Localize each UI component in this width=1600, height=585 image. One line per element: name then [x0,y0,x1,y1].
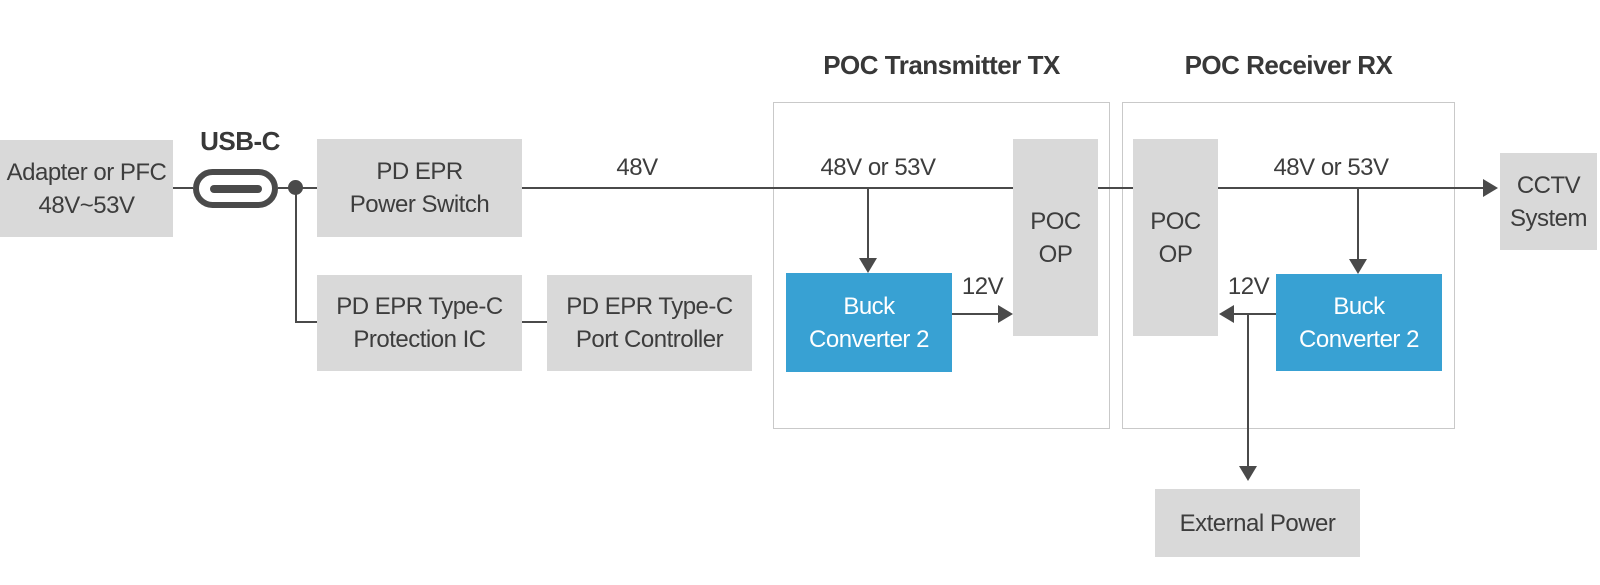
tx-buck-label-line1: Buck [843,292,895,320]
rx-buck-label-line1: Buck [1333,292,1385,320]
label-rx-12v: 12V [1227,273,1270,300]
wire-rx-buck-to-poc-op [1234,313,1276,315]
wire-48v-bus [522,187,1013,189]
pd-epr-protection-ic-block: PD EPR Type-C Protection IC [317,275,522,371]
wire-to-protection-ic [295,321,317,323]
label-rx-48v-or-53v: 48V or 53V [1273,154,1389,181]
wire-adapter-to-usb [173,187,193,189]
arrowhead-rx-poc-op [1219,305,1234,323]
junction-dot [288,180,303,195]
power-switch-label-line2: Power Switch [349,191,490,218]
rx-buck-label-line2: Converter 2 [1299,325,1419,353]
pd-epr-power-switch-block: PD EPR Power Switch [317,139,522,237]
pd-epr-port-controller-block: PD EPR Type-C Port Controller [547,275,752,371]
power-switch-label-line1: PD EPR [376,158,463,185]
adapter-block: Adapter or PFC 48V~53V [0,140,173,237]
arrowhead-rx-buck [1349,259,1367,274]
wire-tx-buck-to-poc-op [952,313,999,315]
port-controller-label-line2: Port Controller [575,326,724,353]
label-tx-12v: 12V [961,273,1004,300]
poc-transmitter-title: POC Transmitter TX [823,50,1060,80]
wire-rx-to-external-power [1247,313,1249,467]
wire-tx-to-rx [1098,187,1133,189]
poc-receiver-section [1122,102,1455,429]
adapter-label-line1: Adapter or PFC [6,158,167,186]
rx-poc-op-block: POC OP [1133,139,1218,336]
rx-buck-converter-block: Buck Converter 2 [1276,274,1442,371]
label-tx-48v-or-53v: 48V or 53V [820,154,936,181]
arrowhead-tx-buck [859,258,877,273]
adapter-label-line2: 48V~53V [38,191,135,219]
cctv-label-line1: CCTV [1516,171,1581,199]
usb-c-pin-bar [209,184,262,193]
poc-receiver-title: POC Receiver RX [1184,50,1393,80]
arrowhead-tx-poc-op [998,305,1013,323]
tx-poc-op-block: POC OP [1013,139,1098,336]
protection-ic-label-line2: Protection IC [353,326,486,353]
wire-tx-bus-to-buck [867,189,869,259]
rx-poc-op-label-line1: POC [1150,207,1201,235]
arrowhead-to-cctv [1483,179,1498,197]
wire-rx-to-cctv [1218,187,1483,189]
tx-buck-label-line2: Converter 2 [809,325,929,353]
tx-poc-op-label-line2: OP [1038,240,1073,268]
cctv-system-block: CCTV System [1500,153,1597,250]
arrowhead-external-power [1239,466,1257,481]
tx-poc-op-label-line1: POC [1030,207,1081,235]
tx-buck-converter-block: Buck Converter 2 [786,273,952,372]
rx-poc-op-label-line2: OP [1158,240,1193,268]
port-controller-label-line1: PD EPR Type-C [566,293,733,320]
wire-rx-bus-to-buck [1357,189,1359,260]
usb-c-label: USB-C [200,126,280,156]
poc-transmitter-section [773,102,1110,429]
external-power-block: External Power [1155,489,1360,557]
cctv-label-line2: System [1509,204,1588,232]
external-power-label: External Power [1179,509,1336,537]
wire-junction-down [295,188,297,322]
usb-c-connector-icon [193,169,278,208]
wire-protection-to-port-controller [522,321,547,323]
label-48v: 48V [616,154,658,181]
protection-ic-label-line1: PD EPR Type-C [336,293,503,320]
